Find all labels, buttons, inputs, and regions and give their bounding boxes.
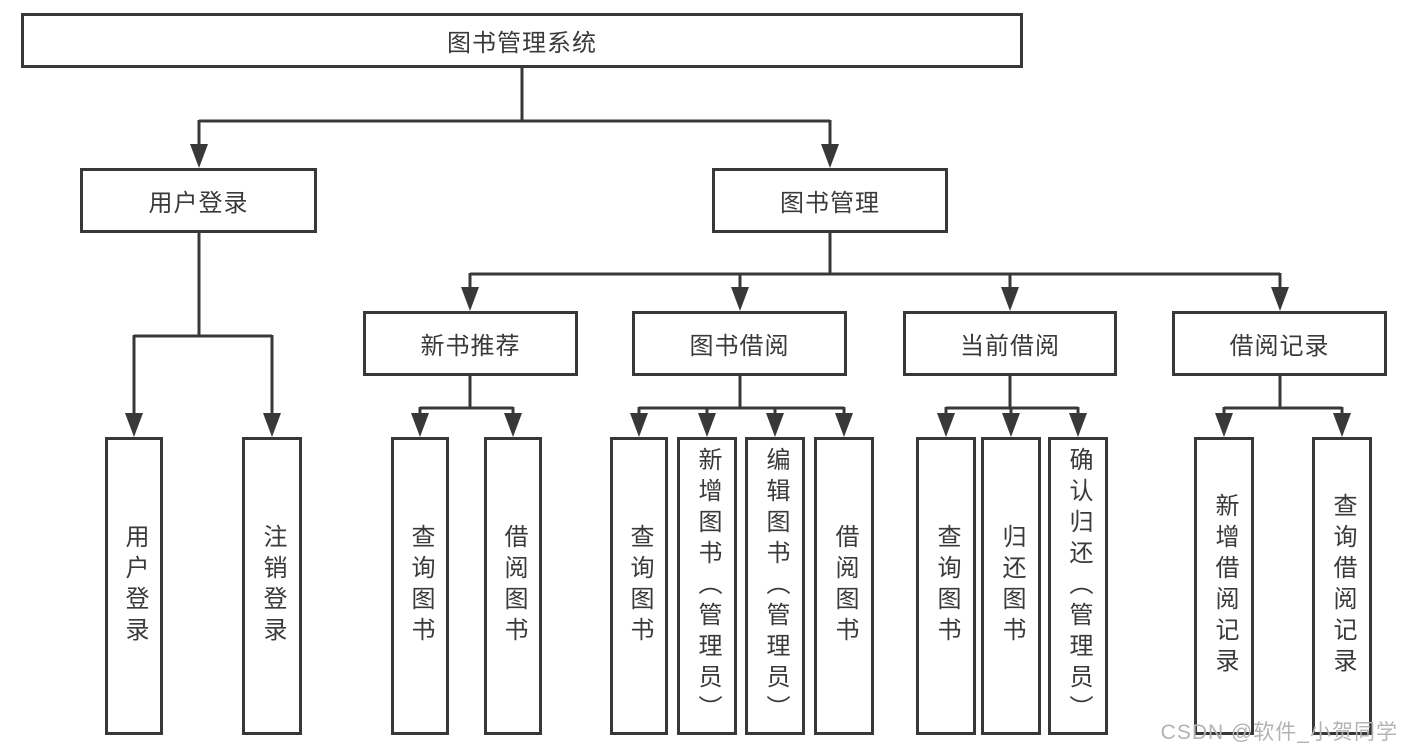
leaf-logout-label: 注销登录 [259,524,286,648]
node-book-management: 图书管理 [712,168,948,233]
arrowhead [937,413,955,437]
node-current-borrowing: 当前借阅 [903,311,1117,376]
node-library-management-system: 图书管理系统 [21,13,1023,68]
connector-borrowing-to-leaves [637,376,846,415]
arrowhead [1333,413,1351,437]
leaf-query-books-current-label: 查询图书 [933,524,960,648]
leaf-add-borrow-record: 新增借阅记录 [1194,437,1254,735]
arrowhead [461,287,479,311]
node-user-login: 用户登录 [80,168,317,233]
arrowhead [1215,413,1233,437]
leaf-query-books-current: 查询图书 [916,437,976,735]
arrowhead [731,287,749,311]
leaf-edit-books-admin: 编辑图书（管理员） [745,437,805,735]
connector-records-to-leaves [1222,376,1344,415]
csdn-watermark: CSDN @软件_小贺同学 [1160,721,1398,744]
node-book-borrowing: 图书借阅 [632,311,847,376]
arrowhead [821,144,839,168]
leaf-query-books-recommend-label: 查询图书 [407,524,434,648]
connector-userlogin-to-leaves [132,233,274,414]
arrowhead [835,413,853,437]
connector-current-to-leaves [944,376,1080,415]
arrowhead [190,144,208,168]
leaf-return-books: 归还图书 [981,437,1041,735]
arrowhead [1069,413,1087,437]
node-borrowing-records: 借阅记录 [1172,311,1387,376]
arrowhead [1001,287,1019,311]
arrowhead [698,413,716,437]
leaf-query-books-borrowing: 查询图书 [610,437,668,735]
leaf-borrow-books-borrowing-label: 借阅图书 [831,524,858,648]
leaf-confirm-return-admin: 确认归还（管理员） [1048,437,1108,735]
leaf-borrow-books-borrowing: 借阅图书 [814,437,874,735]
arrowhead [1002,413,1020,437]
leaf-add-borrow-record-label: 新增借阅记录 [1211,493,1238,679]
arrowhead [263,413,281,437]
leaf-borrow-books-recommend: 借阅图书 [484,437,542,735]
leaf-query-borrow-record: 查询借阅记录 [1312,437,1372,735]
arrowhead [1271,287,1289,311]
arrowhead [630,413,648,437]
leaf-logout: 注销登录 [242,437,302,735]
leaf-user-login: 用户登录 [105,437,163,735]
leaf-confirm-return-admin-label: 确认归还（管理员） [1065,446,1092,726]
arrowhead [411,413,429,437]
leaf-query-books-borrowing-label: 查询图书 [626,524,653,648]
leaf-add-books-admin: 新增图书（管理员） [677,437,737,735]
leaf-borrow-books-recommend-label: 借阅图书 [500,524,527,648]
leaf-user-login-label: 用户登录 [121,524,148,648]
arrowhead [766,413,784,437]
leaf-add-books-admin-label: 新增图书（管理员） [694,446,721,726]
connector-bookmgmt-to-level2 [468,233,1282,289]
leaf-query-borrow-record-label: 查询借阅记录 [1329,493,1356,679]
connector-root-to-level1 [197,68,832,145]
node-new-book-recommendation: 新书推荐 [363,311,578,376]
leaf-return-books-label: 归还图书 [998,524,1025,648]
leaf-query-books-recommend: 查询图书 [391,437,449,735]
arrowhead [125,413,143,437]
connector-newbooks-to-leaves [418,376,515,415]
arrowhead [504,413,522,437]
leaf-edit-books-admin-label: 编辑图书（管理员） [762,446,789,726]
